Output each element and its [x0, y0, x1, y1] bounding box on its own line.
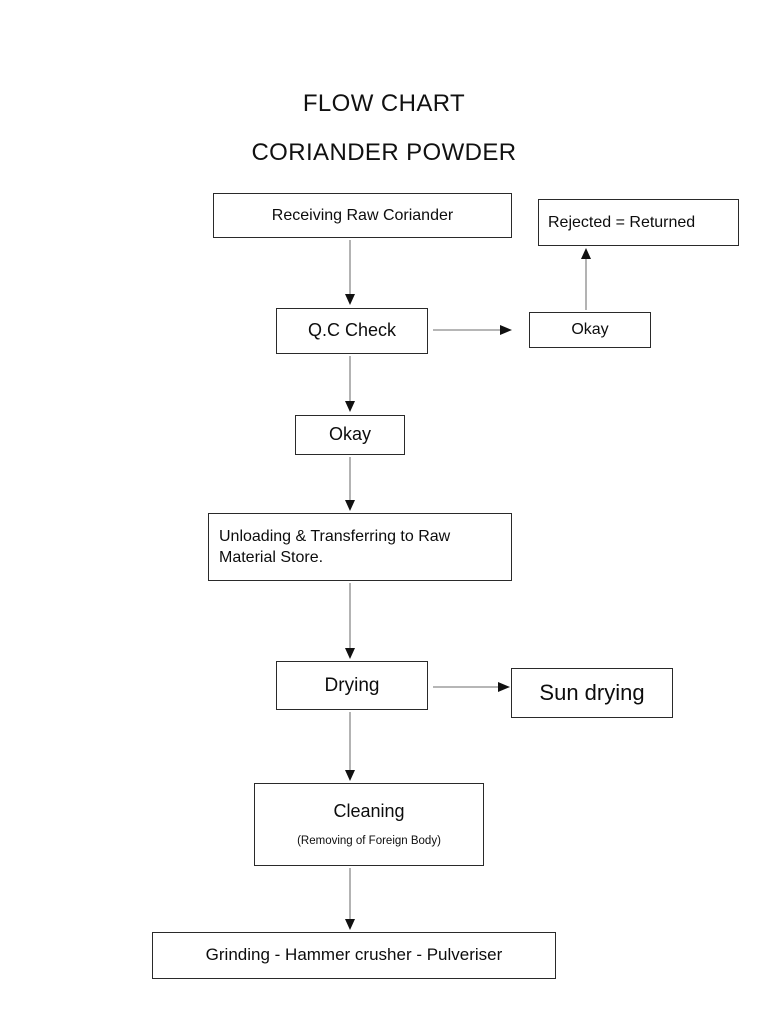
edge-receiving-to-qc-check — [345, 240, 355, 305]
edge-okay-left-to-unloading — [345, 457, 355, 511]
node-rejected-returned[interactable]: Rejected = Returned — [538, 199, 739, 246]
node-sublabel: (Removing of Foreign Body) — [297, 835, 441, 848]
node-drying[interactable]: Drying — [276, 661, 428, 710]
node-label: Receiving Raw Coriander — [271, 206, 454, 224]
node-label: Okay — [571, 321, 609, 339]
edge-drying-to-cleaning — [345, 712, 355, 781]
page-title: FLOW CHART — [302, 90, 466, 117]
node-cleaning[interactable]: Cleaning (Removing of Foreign Body) — [254, 783, 484, 866]
node-label: Grinding - Hammer crusher - Pulveriser — [205, 945, 503, 965]
node-okay-pass[interactable]: Okay — [295, 415, 405, 455]
edge-qc-check-to-okay-left — [345, 356, 355, 412]
node-qc-check[interactable]: Q.C Check — [276, 308, 428, 354]
node-grinding-hammer-crusher-pulveriser[interactable]: Grinding - Hammer crusher - Pulveriser — [152, 932, 556, 979]
node-label: Okay — [328, 424, 371, 445]
node-unloading-transferring[interactable]: Unloading & Transferring to Raw Material… — [208, 513, 512, 581]
edge-okay-right-to-rejected — [581, 248, 591, 310]
node-sun-drying[interactable]: Sun drying — [511, 668, 673, 718]
node-label: Q.C Check — [307, 320, 397, 341]
node-receiving-raw-coriander[interactable]: Receiving Raw Coriander — [213, 193, 512, 238]
node-okay-qc-result[interactable]: Okay — [529, 312, 651, 348]
edge-qc-check-to-okay-right — [433, 325, 512, 335]
node-label: Rejected = Returned — [548, 213, 696, 231]
edge-unloading-to-drying — [345, 583, 355, 659]
edge-drying-to-sun-drying — [433, 682, 510, 692]
edge-cleaning-to-grinding — [345, 868, 355, 930]
node-label: Drying — [324, 674, 380, 696]
node-label: Sun drying — [539, 680, 645, 706]
node-label: Cleaning — [333, 800, 405, 821]
node-label: Unloading & Transferring to Raw Material… — [219, 527, 451, 566]
page-subtitle: CORIANDER POWDER — [251, 139, 517, 166]
